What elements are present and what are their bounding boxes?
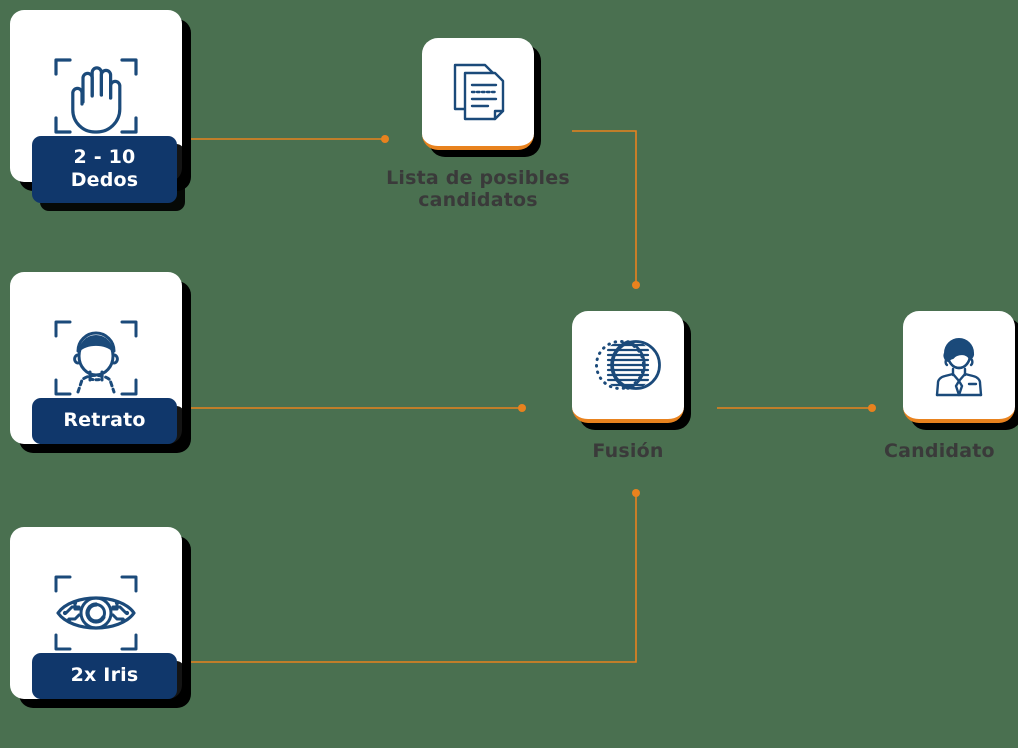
connector-list-to-fusion	[572, 130, 637, 285]
node-candidate[interactable]: Candidato	[884, 311, 1018, 462]
input-badge-fingers: 2 - 10 Dedos	[32, 136, 177, 204]
input-badge-iris: 2x Iris	[32, 653, 177, 700]
hand-scan-icon	[48, 48, 144, 144]
node-label-candidate-list: Lista de posibles candidatos	[386, 167, 570, 212]
node-face	[572, 311, 684, 423]
documents-icon	[443, 57, 513, 127]
iris-scan-icon	[48, 565, 144, 661]
input-card-iris[interactable]: 2x Iris	[10, 527, 182, 700]
connector-endpoint-dot	[518, 404, 526, 412]
input-badge-portrait: Retrato	[32, 398, 177, 445]
input-card-fingers[interactable]: 2 - 10 Dedos	[10, 10, 182, 204]
venn-fusion-icon	[590, 327, 666, 403]
node-candidate-list[interactable]: Lista de posibles candidatos	[386, 38, 578, 212]
node-face	[903, 311, 1015, 423]
connector-endpoint-dot	[632, 489, 640, 497]
node-label-candidate: Candidato	[884, 440, 995, 462]
node-label-fusion: Fusión	[592, 440, 664, 462]
connector-iris-to-fusion	[190, 493, 637, 663]
node-fusion[interactable]: Fusión	[572, 311, 684, 462]
person-result-icon	[923, 329, 995, 401]
connector-endpoint-dot	[381, 135, 389, 143]
connector-endpoint-dot	[632, 281, 640, 289]
connector-endpoint-dot	[868, 404, 876, 412]
input-card-portrait[interactable]: Retrato	[10, 272, 182, 445]
face-scan-icon	[48, 310, 144, 406]
node-face	[422, 38, 534, 150]
